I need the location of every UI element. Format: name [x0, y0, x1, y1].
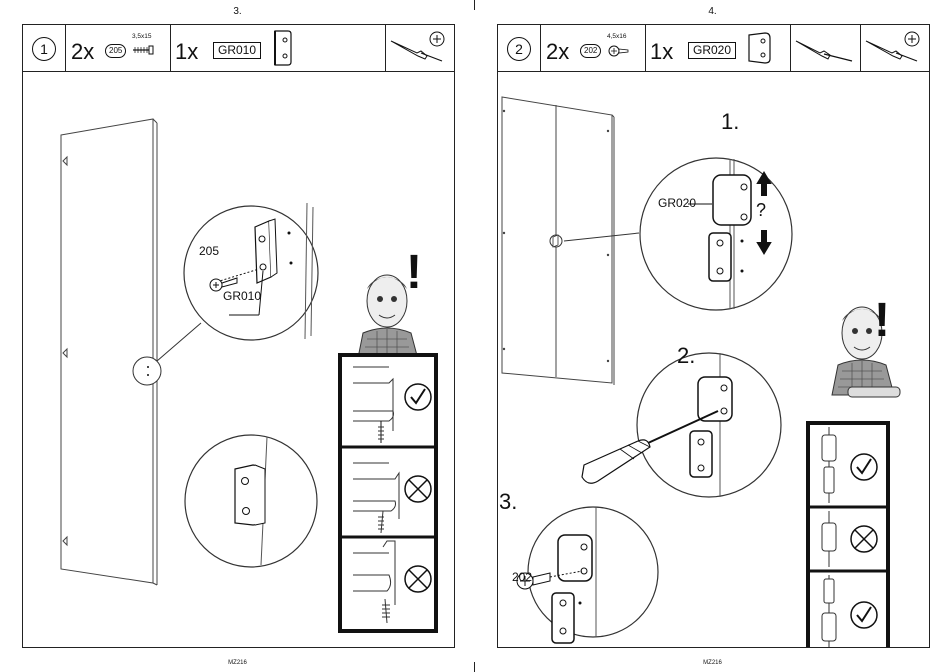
hinge-quantity: 1x: [650, 41, 673, 63]
hinge-plate-icon: [272, 29, 294, 67]
footer-code: MZ216: [0, 660, 475, 666]
screw-quantity: 2x: [71, 41, 94, 63]
instruction-frame: 1 2x 205 3,5x15 1x GR010: [22, 24, 455, 648]
screwdriver-icon: [794, 33, 856, 65]
question-mark: ?: [756, 200, 766, 221]
attention-mark: !: [874, 297, 890, 345]
parts-header: 1 2x 205 3,5x15 1x GR010: [23, 25, 454, 72]
fold-mark-top: [474, 0, 475, 10]
screw-quantity: 2x: [546, 41, 569, 63]
hinge-parts-cell: 1x GR010: [170, 25, 386, 71]
parts-header: 2 2x 202 4,5x16 1x GR020: [498, 25, 929, 72]
hinge-callout: GR020: [658, 196, 696, 210]
check-icon: [851, 454, 877, 480]
screw-parts-cell: 2x 202 4,5x16: [540, 25, 646, 71]
step-number: 1: [32, 37, 56, 61]
attention-mark: !: [406, 249, 422, 297]
screw-code: 205: [105, 44, 126, 58]
screwdriver-icon: [387, 31, 453, 65]
screw-icon: [608, 43, 630, 59]
step-cell: 2: [498, 25, 541, 71]
step-cell: 1: [23, 25, 66, 71]
step-number: 2: [507, 37, 531, 61]
screw-parts-cell: 2x 205 3,5x15: [65, 25, 171, 71]
check-icon: [851, 602, 877, 628]
footer-code: MZ216: [475, 660, 950, 666]
assembly-drawing: [498, 71, 928, 647]
hinge-parts-cell: 1x GR020: [645, 25, 791, 71]
phillips-tip-icon: [430, 32, 444, 46]
tools-cell-1: [790, 25, 861, 71]
check-icon: [405, 384, 431, 410]
instruction-frame: 2 2x 202 4,5x16 1x GR020: [497, 24, 930, 648]
page-number: 3.: [0, 6, 475, 17]
hinge-code: GR020: [688, 42, 736, 59]
screw-callout: 205: [199, 244, 219, 258]
screw-callout: 202: [512, 570, 532, 584]
left-page: 3. 1 2x 205 3,5x15 1x GR010: [0, 0, 475, 672]
substep-3-label: 3.: [499, 489, 517, 515]
screw-size: 4,5x16: [607, 33, 627, 40]
fold-mark-bottom: [474, 662, 475, 672]
tools-cell-2: [860, 25, 931, 71]
hinge-callout: GR010: [223, 289, 261, 303]
screwdriver-icon: [862, 31, 928, 65]
assembly-drawing: [23, 71, 453, 647]
hinge-code: GR010: [213, 42, 261, 59]
hinge-plate-icon: [745, 31, 773, 65]
screw-code: 202: [580, 44, 601, 58]
cross-icon: [851, 526, 877, 552]
tools-cell: [385, 25, 456, 71]
substep-2-label: 2.: [677, 343, 695, 369]
screw-icon: [131, 45, 155, 55]
right-page: 4. 2 2x 202 4,5x16 1x GR020: [475, 0, 950, 672]
screw-size: 3,5x15: [132, 33, 152, 40]
cross-icon: [405, 566, 431, 592]
hinge-quantity: 1x: [175, 41, 198, 63]
cross-icon: [405, 476, 431, 502]
substep-1-label: 1.: [721, 109, 739, 135]
page-number: 4.: [475, 6, 950, 17]
phillips-tip-icon: [905, 32, 919, 46]
